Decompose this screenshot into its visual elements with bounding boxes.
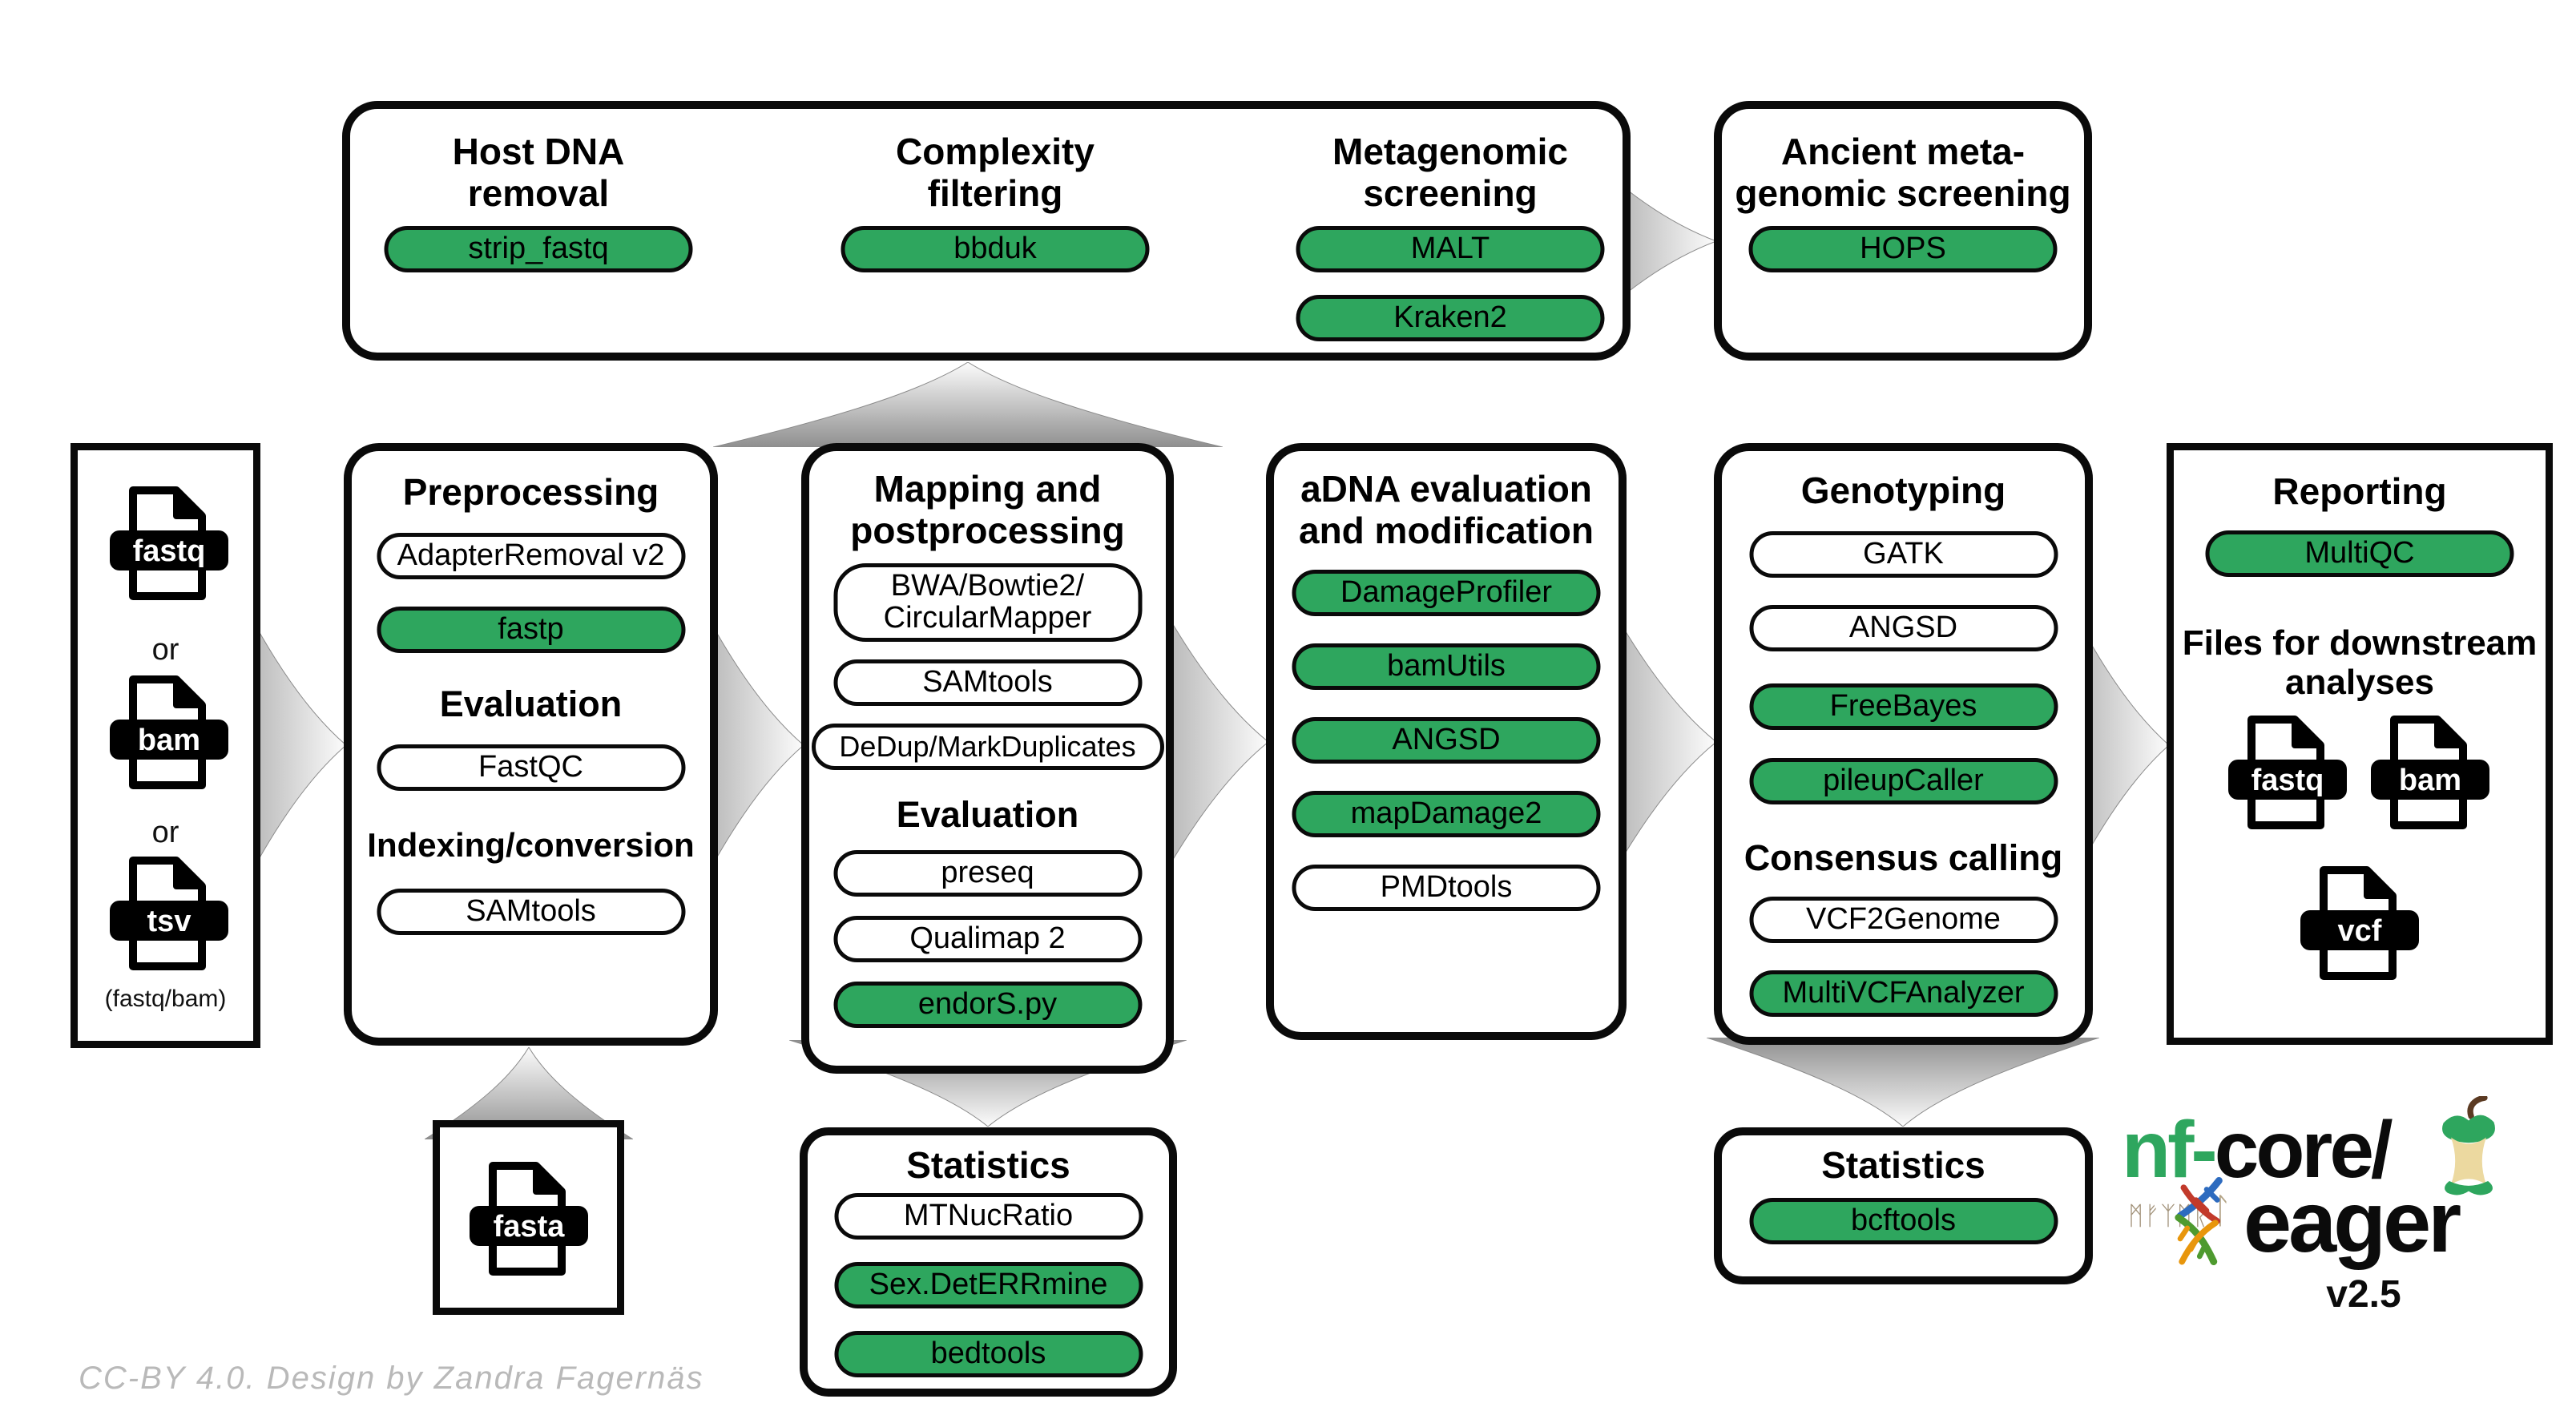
pill-angsd-adna: ANGSD <box>1292 717 1601 764</box>
logo-nf-text: nf <box>2122 1105 2194 1195</box>
input-note: (fastq/bam) <box>104 986 227 1012</box>
ancient-screening-title: Ancient meta- genomic screening <box>1735 131 2071 214</box>
host-dna-removal-title: Host DNA removal <box>452 131 625 214</box>
pill-bedtools: bedtools <box>834 1331 1143 1377</box>
downstream-files-heading: Files for downstream analyses <box>2182 623 2538 703</box>
statistics-box-mapping: Statistics MTNucRatio Sex.DetERRmine bed… <box>800 1127 1177 1397</box>
fastq-file-icon: fastq <box>105 486 233 606</box>
fasta-reference-box: fasta <box>433 1120 624 1315</box>
flow-arrow-genotyping-to-statistics <box>1707 1038 2099 1127</box>
pill-bamutils: bamUtils <box>1292 643 1601 690</box>
pill-vcf2genome: VCF2Genome <box>1749 897 2058 943</box>
statistics-genotyping-title: Statistics <box>1821 1144 1985 1186</box>
logo-eager-text: eager <box>2243 1173 2461 1270</box>
pill-fastp: fastp <box>377 607 685 653</box>
genotyping-box: Genotyping GATK ANGSD FreeBayes pileupCa… <box>1714 443 2093 1045</box>
input-files-box: fastq or bam or tsv (fastq/bam) <box>71 443 260 1048</box>
fastq-output-file-icon: fastq <box>2223 715 2352 835</box>
pill-preseq: preseq <box>833 850 1142 897</box>
pill-endors-py: endorS.py <box>833 982 1142 1028</box>
pill-gatk: GATK <box>1749 531 2058 578</box>
bam-output-label: bam <box>2399 764 2461 797</box>
pill-dedup-markduplicates: DeDup/MarkDuplicates <box>811 724 1164 770</box>
mapping-box: Mapping and postprocessing BWA/Bowtie2/ … <box>801 443 1174 1074</box>
ancient-screening-box: Ancient meta- genomic screening HOPS <box>1714 101 2092 361</box>
or-label-2: or <box>151 816 179 849</box>
host-dna-removal-column: Host DNA removal strip_fastq <box>350 109 727 353</box>
tsv-file-icon: tsv <box>105 856 233 976</box>
flow-arrow-fasta-to-preprocessing <box>425 1047 633 1139</box>
preprocessing-box: Preprocessing AdapterRemoval v2 fastp Ev… <box>344 443 718 1046</box>
pill-multiqc: MultiQC <box>2205 530 2514 577</box>
fasta-file-label: fasta <box>494 1210 566 1244</box>
fasta-file-icon: fasta <box>465 1161 593 1281</box>
pill-pmdtools: PMDtools <box>1292 865 1601 911</box>
metagenomic-screening-title: Metagenomic screening <box>1332 131 1568 214</box>
mapping-title: Mapping and postprocessing <box>850 468 1125 551</box>
reporting-box: Reporting MultiQC Files for downstream a… <box>2167 443 2553 1045</box>
pill-kraken2: Kraken2 <box>1296 295 1605 341</box>
preprocessing-title: Preprocessing <box>402 471 659 513</box>
bam-file-icon: bam <box>105 675 233 795</box>
logo-version: v2.5 <box>2326 1273 2401 1316</box>
pill-samtools-mapping: SAMtools <box>833 659 1142 706</box>
pill-sexdeterrmine: Sex.DetERRmine <box>834 1262 1143 1308</box>
statistics-box-genotyping: Statistics bcftools <box>1714 1127 2093 1284</box>
screening-box: Host DNA removal strip_fastq Complexity … <box>342 101 1631 361</box>
logo-dash: - <box>2191 1105 2217 1195</box>
pill-fastqc: FastQC <box>377 744 685 791</box>
pill-pileupcaller: pileupCaller <box>1749 758 2058 804</box>
statistics-mapping-title: Statistics <box>906 1144 1070 1186</box>
pill-bcftools: bcftools <box>1749 1198 2058 1244</box>
pill-malt: MALT <box>1296 226 1605 272</box>
bam-output-file-icon: bam <box>2366 715 2494 835</box>
pill-strip-fastq: strip_fastq <box>384 226 693 272</box>
or-label-1: or <box>151 633 179 667</box>
complexity-filtering-title: Complexity filtering <box>896 131 1094 214</box>
mapping-evaluation-heading: Evaluation <box>896 794 1079 835</box>
pill-hops: HOPS <box>1748 226 2058 272</box>
logo-core-text: core/ <box>2214 1105 2393 1195</box>
pill-bbduk: bbduk <box>841 226 1150 272</box>
pill-freebayes: FreeBayes <box>1749 683 2058 730</box>
pill-adapterremoval: AdapterRemoval v2 <box>377 533 685 579</box>
vcf-output-label: vcf <box>2338 914 2382 948</box>
adna-box: aDNA evaluation and modification DamageP… <box>1266 443 1627 1040</box>
adna-title: aDNA evaluation and modification <box>1299 468 1594 551</box>
pill-angsd-genotyping: ANGSD <box>1749 605 2058 651</box>
pill-qualimap2: Qualimap 2 <box>833 916 1142 962</box>
pill-damageprofiler: DamageProfiler <box>1292 570 1601 616</box>
bam-file-label: bam <box>138 724 200 757</box>
complexity-filtering-column: Complexity filtering bbduk <box>787 109 1203 353</box>
pill-samtools-preprocessing: SAMtools <box>377 889 685 935</box>
pill-mapdamage2: mapDamage2 <box>1292 791 1601 837</box>
dna-helix-icon <box>2175 1177 2223 1265</box>
pill-multivcfanalyzer: MultiVCFAnalyzer <box>1749 970 2058 1017</box>
preprocessing-indexing-heading: Indexing/conversion <box>367 826 695 864</box>
tsv-file-label: tsv <box>147 905 191 938</box>
flow-arrow-mapping-to-screening <box>713 362 1223 447</box>
reporting-title: Reporting <box>2272 470 2447 512</box>
pill-mtnucratio: MTNucRatio <box>834 1193 1143 1240</box>
consensus-calling-heading: Consensus calling <box>1744 837 2063 878</box>
apple-core-icon <box>2442 1096 2495 1195</box>
fastq-output-label: fastq <box>2251 764 2324 797</box>
fastq-file-label: fastq <box>133 534 206 568</box>
preprocessing-evaluation-heading: Evaluation <box>439 683 623 724</box>
license-credit-text: CC-BY 4.0. Design by Zandra Fagernäs <box>79 1361 704 1396</box>
metagenomic-screening-column: Metagenomic screening MALT Kraken2 <box>1242 109 1659 353</box>
vcf-output-file-icon: vcf <box>2296 865 2424 986</box>
pill-bwa-bowtie2-circularmapper: BWA/Bowtie2/ CircularMapper <box>833 563 1142 642</box>
logo-wordmark: nf-core/ <box>2122 1104 2393 1196</box>
genotyping-title: Genotyping <box>1800 470 2006 511</box>
